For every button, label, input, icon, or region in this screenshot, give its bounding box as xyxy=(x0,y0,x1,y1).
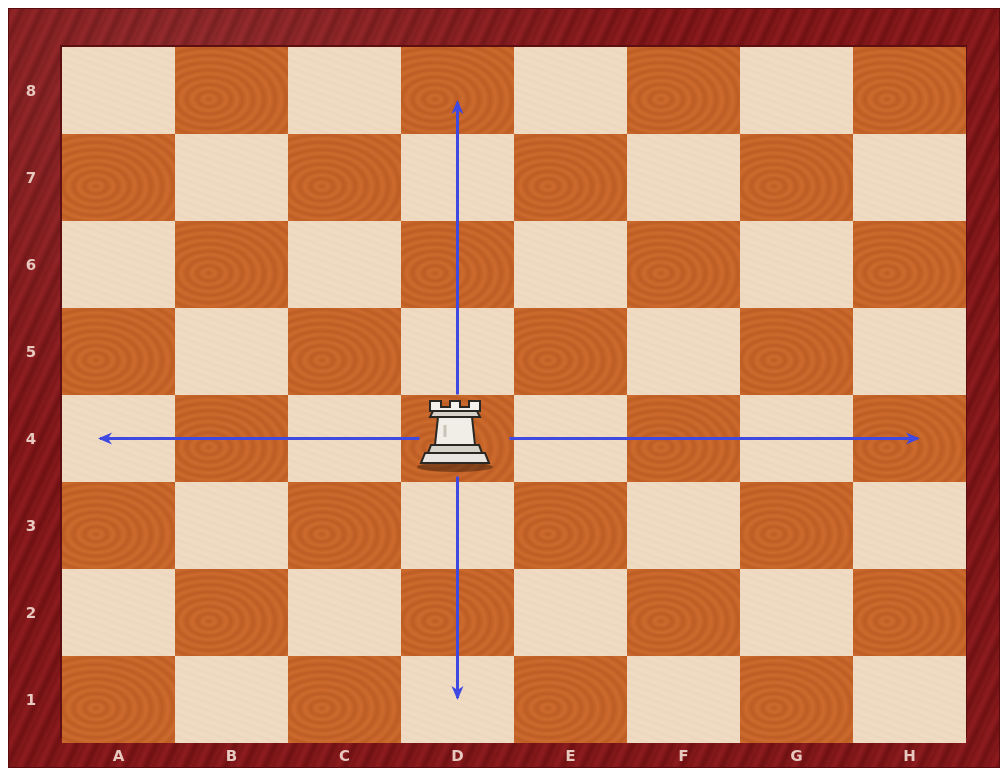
square-c8[interactable] xyxy=(288,47,401,134)
file-label-c: C xyxy=(330,746,360,766)
square-c6[interactable] xyxy=(288,221,401,308)
square-h1[interactable] xyxy=(853,656,966,743)
square-a4[interactable] xyxy=(62,395,175,482)
square-c2[interactable] xyxy=(288,569,401,656)
square-f3[interactable] xyxy=(627,482,740,569)
square-f5[interactable] xyxy=(627,308,740,395)
rank-label-1: 1 xyxy=(20,690,42,710)
square-a7[interactable] xyxy=(62,134,175,221)
square-h8[interactable] xyxy=(853,47,966,134)
square-g2[interactable] xyxy=(740,569,853,656)
square-g6[interactable] xyxy=(740,221,853,308)
square-g7[interactable] xyxy=(740,134,853,221)
square-c7[interactable] xyxy=(288,134,401,221)
file-label-g: G xyxy=(782,746,812,766)
file-label-d: D xyxy=(443,746,473,766)
square-e8[interactable] xyxy=(514,47,627,134)
square-a6[interactable] xyxy=(62,221,175,308)
square-b8[interactable] xyxy=(175,47,288,134)
file-label-b: B xyxy=(217,746,247,766)
square-d7[interactable] xyxy=(401,134,514,221)
rank-label-5: 5 xyxy=(20,342,42,362)
file-label-h: H xyxy=(895,746,925,766)
square-h3[interactable] xyxy=(853,482,966,569)
square-d6[interactable] xyxy=(401,221,514,308)
square-b2[interactable] xyxy=(175,569,288,656)
square-b3[interactable] xyxy=(175,482,288,569)
rank-label-2: 2 xyxy=(20,603,42,623)
rank-label-3: 3 xyxy=(20,516,42,536)
square-d5[interactable] xyxy=(401,308,514,395)
square-f4[interactable] xyxy=(627,395,740,482)
square-e6[interactable] xyxy=(514,221,627,308)
square-e7[interactable] xyxy=(514,134,627,221)
chessboard xyxy=(62,47,965,736)
square-e3[interactable] xyxy=(514,482,627,569)
square-a8[interactable] xyxy=(62,47,175,134)
square-b6[interactable] xyxy=(175,221,288,308)
square-c1[interactable] xyxy=(288,656,401,743)
square-c3[interactable] xyxy=(288,482,401,569)
square-c5[interactable] xyxy=(288,308,401,395)
square-e5[interactable] xyxy=(514,308,627,395)
square-e4[interactable] xyxy=(514,395,627,482)
square-f6[interactable] xyxy=(627,221,740,308)
square-d1[interactable] xyxy=(401,656,514,743)
file-label-a: A xyxy=(104,746,134,766)
square-d4[interactable] xyxy=(401,395,514,482)
square-g4[interactable] xyxy=(740,395,853,482)
square-a1[interactable] xyxy=(62,656,175,743)
square-a3[interactable] xyxy=(62,482,175,569)
rank-label-7: 7 xyxy=(20,168,42,188)
square-h6[interactable] xyxy=(853,221,966,308)
square-b5[interactable] xyxy=(175,308,288,395)
square-h7[interactable] xyxy=(853,134,966,221)
square-f7[interactable] xyxy=(627,134,740,221)
square-b1[interactable] xyxy=(175,656,288,743)
square-f1[interactable] xyxy=(627,656,740,743)
square-g5[interactable] xyxy=(740,308,853,395)
square-d3[interactable] xyxy=(401,482,514,569)
square-a2[interactable] xyxy=(62,569,175,656)
square-f8[interactable] xyxy=(627,47,740,134)
rank-label-6: 6 xyxy=(20,255,42,275)
square-e1[interactable] xyxy=(514,656,627,743)
square-a5[interactable] xyxy=(62,308,175,395)
square-h4[interactable] xyxy=(853,395,966,482)
file-label-e: E xyxy=(556,746,586,766)
rank-label-8: 8 xyxy=(20,81,42,101)
square-h2[interactable] xyxy=(853,569,966,656)
square-g3[interactable] xyxy=(740,482,853,569)
square-g1[interactable] xyxy=(740,656,853,743)
square-d8[interactable] xyxy=(401,47,514,134)
square-g8[interactable] xyxy=(740,47,853,134)
square-d2[interactable] xyxy=(401,569,514,656)
square-c4[interactable] xyxy=(288,395,401,482)
rank-label-4: 4 xyxy=(20,429,42,449)
square-b4[interactable] xyxy=(175,395,288,482)
square-e2[interactable] xyxy=(514,569,627,656)
square-b7[interactable] xyxy=(175,134,288,221)
file-label-f: F xyxy=(669,746,699,766)
square-f2[interactable] xyxy=(627,569,740,656)
square-h5[interactable] xyxy=(853,308,966,395)
